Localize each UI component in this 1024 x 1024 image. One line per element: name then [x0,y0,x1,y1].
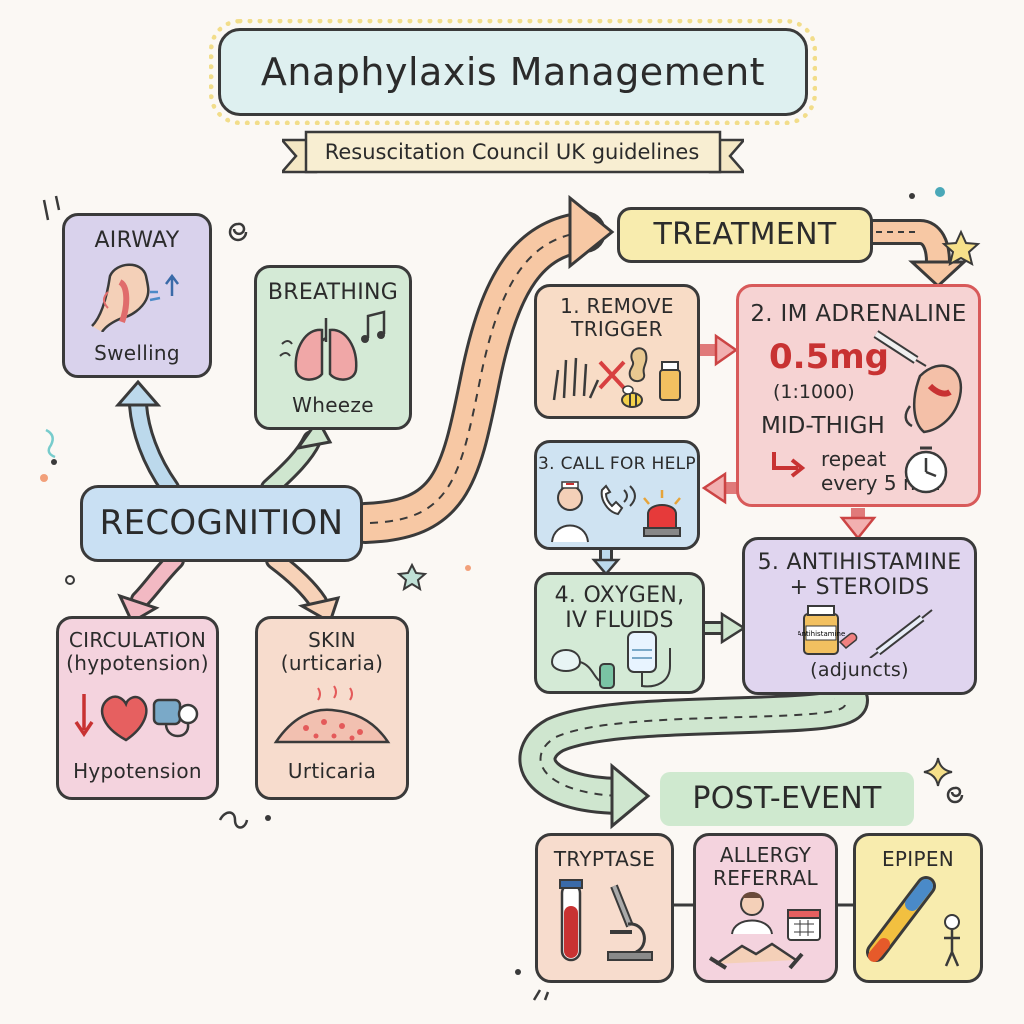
adrenaline-ratio: (1:1000) [773,381,855,403]
allergy-referral-line1: ALLERGY [719,843,812,867]
epipen-label: EPIPEN [881,847,955,871]
page-title: Anaphylaxis Management [260,50,766,94]
lungs-icon [279,310,386,381]
post-event-node: POST-EVENT [660,772,914,826]
person-icon [944,914,960,967]
nurse-icon [551,481,681,543]
treatment-label: TREATMENT [653,217,837,252]
bottle-label: Antihistamine [798,630,845,638]
oxygen-line2: IV FLUIDS [565,608,674,634]
handshake-icon [708,942,804,970]
arrow-recognition-to-airway [114,379,180,498]
arrow-adrenaline-to-antihistamine [839,508,877,541]
autoinjector-icon [866,876,960,967]
throat-icon [91,263,179,332]
adrenaline-title: 2. IM ADRENALINE [750,301,967,327]
siren-icon [643,490,681,537]
oxygen-mask-icon [550,631,671,689]
adrenaline-site: MID-THIGH [761,413,885,439]
remove-trigger-line1: 1. REMOVE [560,294,674,318]
adrenaline-dose: 0.5mg [769,337,889,377]
arrow-recognition-to-treatment [344,194,615,544]
syringe-icon [869,609,933,658]
swirl-icon [946,786,964,804]
music-note-icon [361,310,386,343]
test-tube-icon [559,879,653,962]
skin-card: SKIN (urticaria) Urticaria [255,616,409,800]
skin-caption: Urticaria [287,759,377,783]
sparkle-icon [923,757,953,787]
calendar-icon [787,909,821,941]
tryptase-label: TRYPTASE [553,847,656,871]
antihistamine-line1: 5. ANTIHISTAMINE [757,550,962,575]
arrow-oxygen-to-antihistamine [705,611,747,645]
skin-title: SKIN [308,628,356,652]
decorations [40,187,981,1001]
airway-title: AIRWAY [94,228,180,253]
swirl-icon [228,222,248,242]
arrow-recognition-to-skin [265,550,341,625]
skin-subtitle: (urticaria) [280,651,384,675]
post-event-label: POST-EVENT [692,781,882,816]
swirl-icon [218,811,249,829]
arrow-treatment-to-post-event [518,681,869,830]
circulation-caption: Hypotension [73,759,202,783]
heart-icon [74,694,199,742]
repeat-arrow-icon [772,452,806,478]
iv-bag-icon [627,631,671,688]
hand-icon [552,347,681,408]
arrow-treatment-to-adrenaline [872,219,968,289]
oxygen-line1: 4. OXYGEN, [554,583,685,608]
peanut-icon [628,347,648,382]
rash-icon [273,685,391,744]
remove-trigger-line2: TRIGGER [571,317,663,341]
breathing-title: BREATHING [267,280,399,305]
microscope-icon [607,884,653,961]
bee-icon [621,385,643,408]
recognition-label: RECOGNITION [99,503,344,543]
treatment-node: TREATMENT [617,207,873,263]
adrenaline-repeat-line1: repeat [821,447,887,471]
timer-icon [904,446,948,494]
thigh-icon [904,364,963,434]
circulation-subtitle: (hypotension) [66,651,209,675]
blood-pressure-cuff-icon [152,698,199,738]
antihistamine-note: (adjuncts) [810,659,909,682]
arrow-recognition-to-breathing [260,417,333,498]
call-help-label: 3. CALL FOR HELP [538,454,696,474]
arrow-recognition-to-circulation [117,550,185,625]
phone-icon [600,484,636,516]
motion-lines [42,195,61,221]
subtitle-ribbon [282,130,744,174]
star-icon [396,562,428,592]
oxygen-fluids-card: 4. OXYGEN, IV FLUIDS [534,572,705,694]
allergy-referral-card: ALLERGY REFERRAL [693,833,838,983]
circulation-title: CIRCULATION [68,628,207,652]
arrow-remove-to-adrenaline [700,333,739,367]
title-banner: Anaphylaxis Management [209,19,817,125]
syringe-icon [873,330,963,434]
recognition-node: RECOGNITION [80,485,363,562]
pill-bottle-icon: Antihistamine [798,605,933,658]
star-icon [941,229,981,266]
airway-caption: Swelling [94,341,180,365]
doctor-icon [708,892,821,970]
breathing-caption: Wheeze [292,393,374,417]
arrow-callhelp-to-oxygen [591,550,621,576]
allergy-referral-line2: REFERRAL [713,866,818,890]
antihistamine-card: 5. ANTIHISTAMINE + STEROIDS (adjuncts) [742,537,977,695]
page-subtitle: Resuscitation Council UK guidelines [324,140,700,164]
pill-bottle-icon [659,361,681,401]
antihistamine-line2: + STEROIDS [789,575,930,601]
